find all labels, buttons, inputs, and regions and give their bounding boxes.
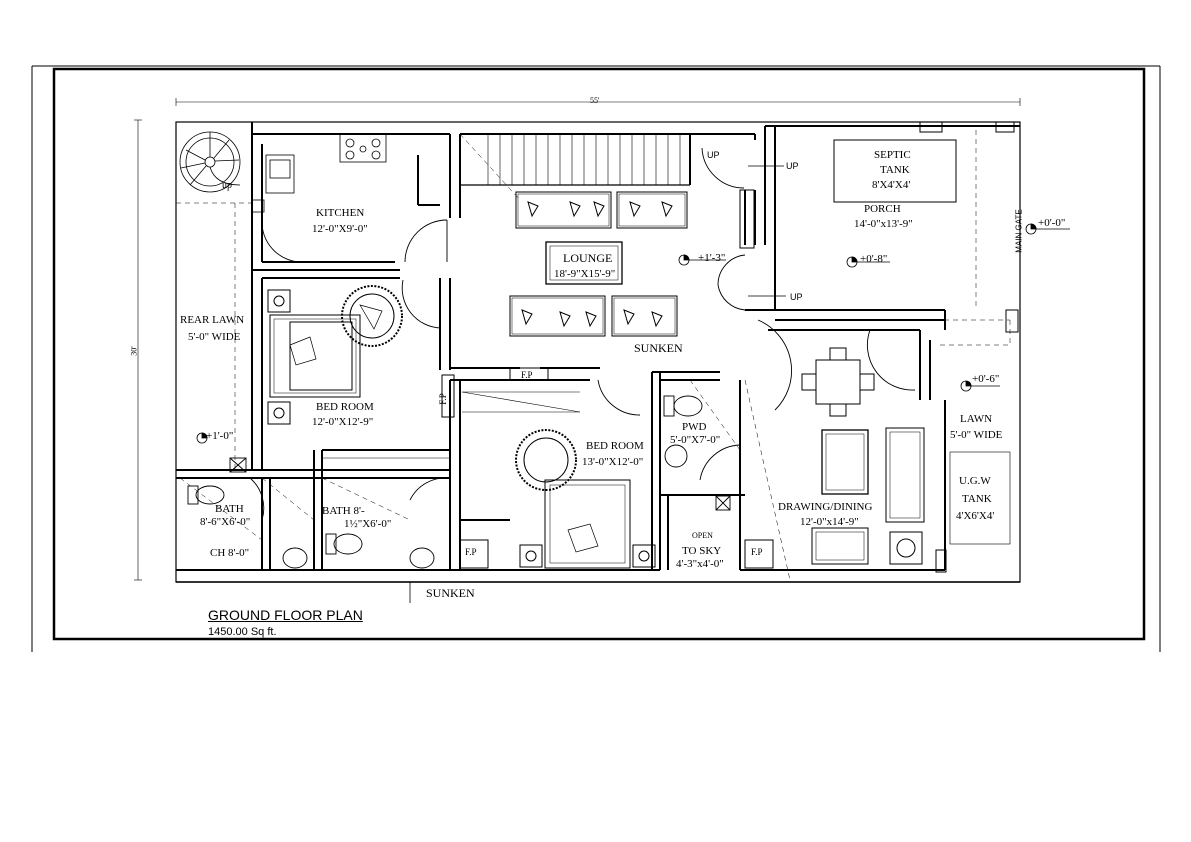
dim-depth-label: 30' (129, 346, 139, 356)
dining-table (801, 347, 947, 573)
plan-title: GROUND FLOOR PLAN (208, 607, 363, 623)
ugw-line2: TANK (962, 493, 992, 505)
level-label-porch: +0'-8" (860, 253, 888, 265)
dim-width-label: 55' (590, 96, 600, 105)
open-sky-line3: 4'-3"x4'-0" (676, 558, 724, 570)
ugw-line3: 4'X6'X4' (956, 510, 995, 522)
drawing-name: DRAWING/DINING (778, 501, 873, 513)
septic-line2: TANK (880, 164, 910, 176)
bed-2 (515, 429, 656, 569)
lounge-size: 18'-9"X15'-9" (554, 268, 616, 280)
porch-size: 14'-0"x13'-9" (854, 218, 913, 230)
hidden-lines (176, 130, 1011, 581)
door-swings (249, 147, 916, 521)
up-label-porch-top: UP (786, 161, 799, 171)
kitchen-name: KITCHEN (316, 207, 365, 219)
fireplaces (441, 367, 774, 569)
sunken-label-lounge: SUNKEN (634, 341, 683, 355)
bath2-name: BATH 8'- (322, 505, 365, 517)
pwd-name: PWD (682, 421, 707, 433)
septic-line1: SEPTIC (874, 149, 911, 161)
main-gate-label: MAIN GATE (1014, 209, 1024, 253)
ugw-line1: U.G.W (959, 475, 991, 487)
spiral-staircase (179, 131, 241, 193)
plan-area: 1450.00 Sq ft. (208, 626, 277, 638)
open-sky-line1: OPEN (692, 531, 713, 540)
bedroom1-name: BED ROOM (316, 401, 374, 413)
sunken-label-front: SUNKEN (426, 586, 475, 600)
drawing-size: 12'-0"x14'-9" (800, 516, 859, 528)
dimension-lines (134, 98, 1021, 581)
lounge-name: LOUNGE (563, 251, 613, 265)
building-walls (176, 122, 1020, 571)
rear-lawn-name: REAR LAWN (180, 314, 245, 326)
bedroom2-name: BED ROOM (586, 440, 644, 452)
tanks (739, 121, 1019, 545)
lawn-name: LAWN (960, 413, 993, 425)
pwd-size: 5'-0"X7'-0" (670, 434, 721, 446)
level-label-lawn: +0'-6" (972, 373, 1000, 385)
bedroom2-size: 13'-0"X12'-0" (582, 456, 644, 468)
fp-label-bedroom2: F.P (465, 547, 477, 557)
level-label-lounge: +1'-3" (698, 252, 726, 264)
rear-lawn-size: 5'-0" WIDE (188, 331, 241, 343)
bath1-size: 8'-6"X6'-0" (200, 516, 251, 528)
bath1-ch: CH 8'-0" (210, 547, 250, 559)
lawn-size: 5'-0" WIDE (950, 429, 1003, 441)
level-label-rear: +1'-0" (206, 430, 234, 442)
bath1-name: BATH (215, 503, 244, 515)
fp-label-drawing: F.P (751, 547, 763, 557)
level-label-gate: +0'-0" (1038, 217, 1066, 229)
up-label-lounge: UP (707, 150, 720, 160)
kitchen-size: 12'-0"X9'-0" (312, 223, 368, 235)
bath2-size: 1½"X6'-0" (344, 518, 392, 530)
up-label-porch-bottom: UP (790, 292, 803, 302)
open-sky-line2: TO SKY (682, 545, 722, 557)
bedroom1-size: 12'-0"X12'-9" (312, 416, 374, 428)
up-label-spiral: up (222, 180, 232, 191)
level-markers (196, 165, 1070, 444)
sanitary-fixtures (187, 395, 731, 569)
site-boundary (175, 121, 1021, 603)
fp-label-bedroom1: F.P (437, 393, 448, 405)
bed-1 (267, 285, 403, 425)
sheet-frame (31, 65, 1161, 652)
staircase (322, 134, 690, 459)
lounge-sofas (509, 191, 688, 337)
kitchen-counter (251, 133, 387, 213)
fp-label-corridor: F.P (521, 370, 533, 380)
septic-line3: 8'X4'X4' (872, 179, 911, 191)
porch-name: PORCH (864, 203, 901, 215)
